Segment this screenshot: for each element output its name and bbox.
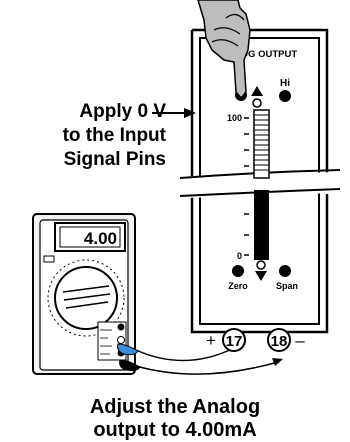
terminal-18[interactable] bbox=[267, 328, 291, 352]
bottom-caption: Adjust the Analog output to 4.00mA bbox=[28, 396, 322, 442]
panel-title: LOG OUTPUT bbox=[235, 49, 297, 60]
jack-com[interactable] bbox=[117, 323, 125, 331]
caption-line-2: output to 4.00mA bbox=[93, 419, 257, 441]
instruction-line-3: Signal Pins bbox=[63, 149, 166, 170]
jack-ma[interactable] bbox=[117, 336, 125, 344]
terminal-positive-sign: + bbox=[206, 331, 216, 350]
terminal-17[interactable] bbox=[222, 328, 246, 352]
span-label: Span bbox=[276, 281, 298, 291]
zero-trim-pot[interactable] bbox=[232, 265, 244, 277]
probe-negative[interactable] bbox=[119, 359, 141, 372]
bottom-indicator-circle bbox=[256, 260, 266, 270]
zero-label: Zero bbox=[228, 281, 248, 291]
arrow-down-icon bbox=[255, 271, 267, 281]
hi-led bbox=[279, 90, 291, 102]
terminal-negative-sign: – bbox=[295, 331, 305, 350]
rotary-dial[interactable] bbox=[54, 266, 118, 330]
caption-line-1: Adjust the Analog bbox=[89, 396, 261, 418]
scale-top-label: 100 bbox=[227, 113, 242, 123]
terminal-17-label: 17 bbox=[226, 333, 243, 350]
span-trim-pot[interactable] bbox=[279, 265, 291, 277]
instruction-arrow bbox=[152, 108, 196, 118]
hi-label: Hi bbox=[280, 78, 290, 89]
terminal-18-label: 18 bbox=[271, 333, 288, 350]
multimeter bbox=[32, 213, 136, 375]
pointing-hand-icon bbox=[197, 0, 251, 100]
test-leads bbox=[117, 343, 283, 375]
multimeter-display: 4.00 bbox=[84, 229, 117, 248]
bargraph-upper bbox=[244, 109, 270, 179]
probe-positive[interactable] bbox=[117, 343, 139, 356]
scale-bottom-label: 0 bbox=[237, 251, 242, 261]
arrow-up-icon bbox=[251, 86, 263, 96]
instruction-line-1: Apply 0 V bbox=[79, 101, 166, 122]
instruction-text: Apply 0 V to the Input Signal Pins bbox=[16, 100, 166, 172]
bargraph-lower bbox=[244, 190, 269, 260]
instruction-line-2: to the Input bbox=[62, 125, 166, 146]
module-panel bbox=[179, 28, 341, 334]
top-indicator-circle bbox=[252, 98, 262, 108]
